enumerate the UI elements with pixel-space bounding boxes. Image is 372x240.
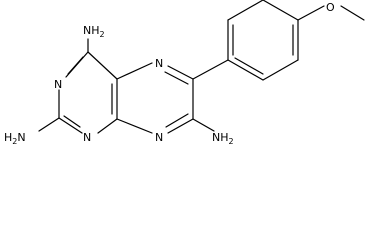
amino-label-right: NH2 bbox=[212, 131, 234, 146]
amino-bond-right bbox=[192, 118, 215, 132]
aryl-bond bbox=[192, 59, 229, 80]
pyrimidine-ring bbox=[58, 38, 118, 134]
ring-nitrogen-label: N bbox=[83, 131, 91, 144]
oxygen-label: O bbox=[326, 1, 335, 14]
bond bbox=[227, 0, 264, 21]
ring-nitrogen-label: N bbox=[155, 57, 163, 70]
amino-label-left: H2N bbox=[4, 131, 26, 146]
bond bbox=[167, 65, 194, 80]
pyrazine-ring bbox=[116, 62, 194, 134]
bond bbox=[58, 117, 83, 134]
bond bbox=[67, 56, 84, 75]
methoxy-group bbox=[297, 5, 365, 21]
bond bbox=[167, 118, 194, 134]
bond bbox=[97, 118, 118, 134]
bond bbox=[227, 59, 264, 81]
molecule-structure: NH2 N N H2N N N NH2 O bbox=[4, 0, 365, 146]
bond bbox=[297, 5, 325, 21]
bond bbox=[63, 115, 81, 128]
bond bbox=[87, 51, 118, 80]
amino-label-top: NH2 bbox=[83, 24, 105, 39]
bond bbox=[262, 59, 299, 81]
bond bbox=[165, 113, 189, 128]
ring-nitrogen-label: N bbox=[155, 131, 163, 144]
ring-nitrogen-label: N bbox=[54, 78, 62, 91]
bond bbox=[234, 57, 264, 75]
bond bbox=[116, 62, 153, 80]
bond bbox=[164, 71, 189, 85]
phenyl-ring bbox=[227, 0, 299, 81]
bond bbox=[340, 5, 365, 21]
bond bbox=[262, 0, 299, 21]
amino-bond-left bbox=[38, 117, 60, 132]
bond bbox=[116, 118, 153, 134]
substituent-bonds bbox=[38, 59, 229, 132]
